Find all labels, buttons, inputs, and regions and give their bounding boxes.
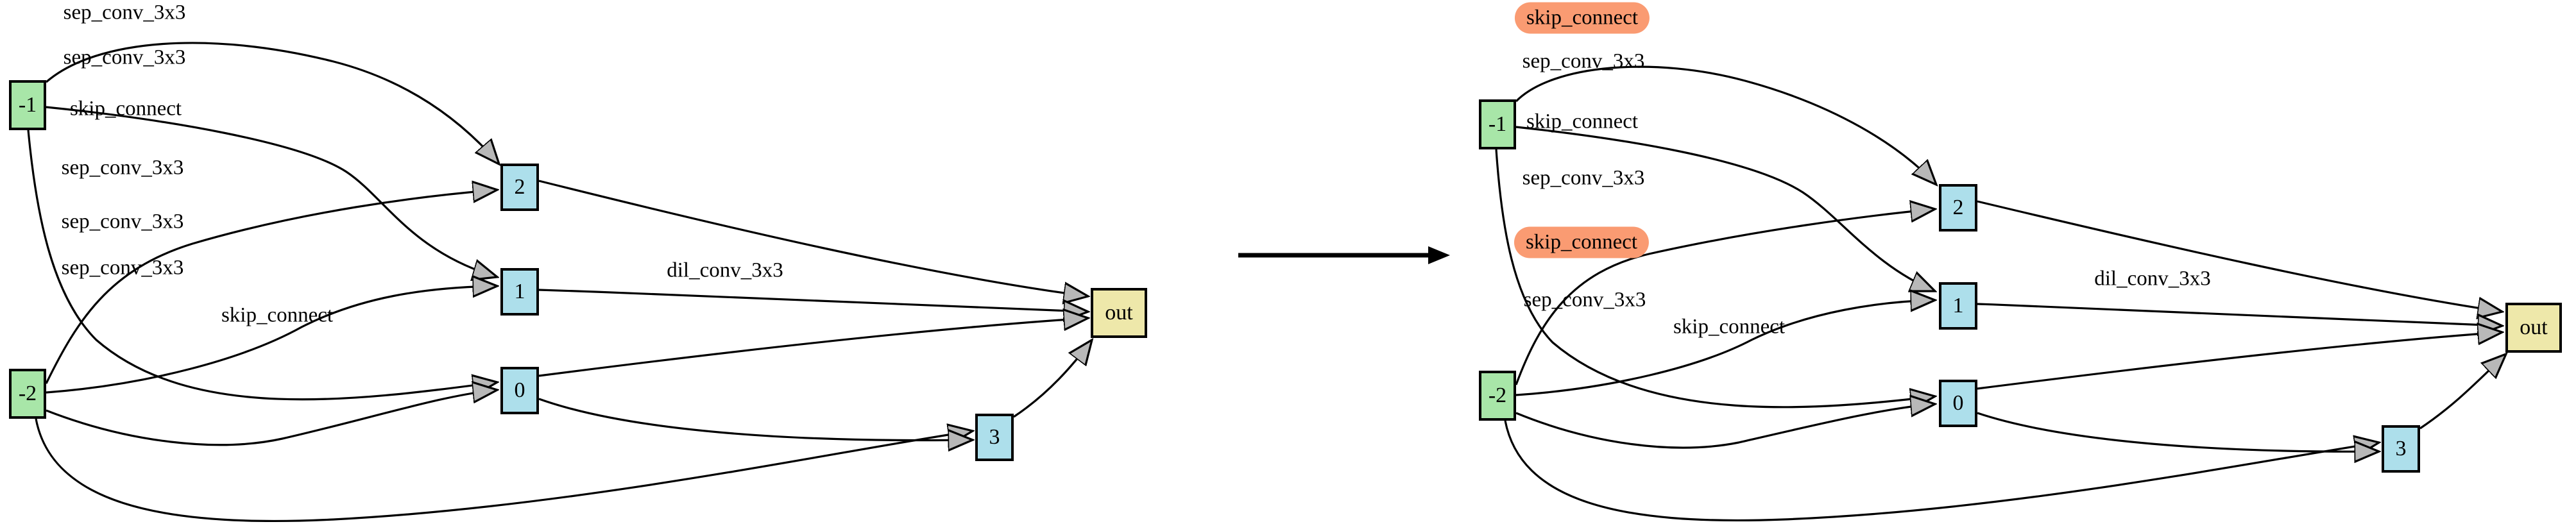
node-label: 2 [514,175,525,199]
edge-label-skip-connect: skip_connect [69,97,182,121]
right-graph-edges [1495,65,2576,522]
edge-label-sep-conv-3x3: sep_conv_3x3 [1522,49,1645,73]
left-graph-edges [27,42,1174,523]
node-1[interactable]: 1 [500,268,539,316]
node--1[interactable]: -1 [1479,99,1516,149]
node--2[interactable]: -2 [9,369,46,419]
node-3[interactable]: 3 [2382,425,2420,473]
node-label: 1 [1952,294,1964,317]
right-graph: -1 -2 2 1 0 3 out skip_connect sep_conv_… [1463,0,2576,531]
node-2[interactable]: 2 [1939,184,1977,232]
node-label: 0 [514,378,525,402]
edge-label-skip-connect: skip_connect [1673,315,1786,339]
node-label: out [2520,316,2548,339]
edge-label-skip-connect: skip_connect [221,303,334,327]
edge-label-sep-conv-3x3: sep_conv_3x3 [1523,288,1646,312]
node-2[interactable]: 2 [500,164,539,211]
node--1[interactable]: -1 [9,80,46,130]
node-label: -1 [18,93,37,117]
node-label: out [1105,301,1133,324]
node-label: 1 [514,280,525,303]
node-0[interactable]: 0 [500,367,539,414]
edge-label-sep-conv-3x3: sep_conv_3x3 [61,210,184,233]
node-out[interactable]: out [2505,303,2562,353]
right-arrow-icon [1238,246,1450,264]
node-label: 2 [1952,196,1964,219]
node-label: -2 [18,382,37,405]
edge-label-sep-conv-3x3: sep_conv_3x3 [1522,166,1645,190]
edge-label-sep-conv-3x3: sep_conv_3x3 [61,156,184,180]
left-graph: -1 -2 2 1 0 3 out sep_conv_3x3 sep_conv_… [0,0,1174,531]
node-label: -1 [1488,112,1507,136]
edge-label-skip-connect-highlighted: skip_connect [1514,226,1650,258]
node-label: 3 [989,425,1000,449]
edge-label-sep-conv-3x3: sep_conv_3x3 [61,256,184,280]
node-0[interactable]: 0 [1939,380,1977,427]
edge-label-sep-conv-3x3: sep_conv_3x3 [63,1,186,24]
node-label: 0 [1952,391,1964,415]
node-label: -2 [1488,384,1507,407]
node-1[interactable]: 1 [1939,282,1977,330]
edge-label-dil-conv-3x3: dil_conv_3x3 [2094,267,2211,291]
edge-label-sep-conv-3x3: sep_conv_3x3 [63,46,186,69]
node--2[interactable]: -2 [1479,371,1516,421]
node-out[interactable]: out [1091,288,1147,338]
edge-label-dil-conv-3x3: dil_conv_3x3 [667,258,783,282]
node-label: 3 [2395,437,2407,460]
edge-label-skip-connect-highlighted: skip_connect [1514,2,1650,34]
node-3[interactable]: 3 [975,414,1014,461]
edge-label-skip-connect: skip_connect [1526,110,1639,133]
